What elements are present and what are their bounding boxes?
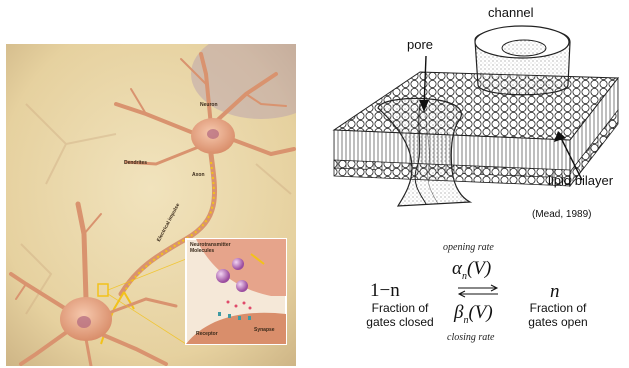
neuron-artwork <box>6 44 296 366</box>
closed-fraction-caption: Fraction of gates closed <box>358 301 442 329</box>
label-receptor: Receptor <box>196 331 218 337</box>
beta-argument: (V) <box>468 302 492 323</box>
left-state-closed: 1−n <box>370 280 400 302</box>
label-dendrites: Dendrites <box>124 160 147 166</box>
closed-caption-line-1: Fraction of <box>358 301 442 315</box>
opening-rate-label: opening rate <box>443 242 494 253</box>
closing-rate-label: closing rate <box>447 332 495 343</box>
label-neurotransmitter: Neurotransmitter Molecules <box>190 242 230 254</box>
channel-artwork <box>320 0 625 230</box>
ion-channel-diagram: channel pore lipid bilayer (Mead, 1989) <box>320 0 625 230</box>
neuron-illustration: Neuron Dendrites Axon Electrical impulse… <box>6 44 296 366</box>
opening-rate-expression: αn(V) <box>452 258 491 282</box>
label-lipid-bilayer: lipid bilayer <box>548 173 613 188</box>
closing-rate-expression: βn(V) <box>454 302 493 326</box>
open-caption-line-1: Fraction of <box>518 301 598 315</box>
label-neuron: Neuron <box>200 102 218 108</box>
membrane-top-surface <box>334 72 618 140</box>
open-fraction-caption: Fraction of gates open <box>518 301 598 329</box>
reversible-arrows <box>456 284 500 298</box>
alpha-symbol: α <box>452 258 462 279</box>
label-synapse: Synapse <box>254 327 275 333</box>
alpha-argument: (V) <box>467 258 491 279</box>
label-pore: pore <box>407 37 433 52</box>
label-channel: channel <box>488 5 534 20</box>
right-state-open: n <box>550 281 560 303</box>
open-caption-line-2: gates open <box>518 315 598 329</box>
closed-caption-line-2: gates closed <box>358 315 442 329</box>
channel-protein <box>475 26 570 95</box>
citation: (Mead, 1989) <box>532 209 591 220</box>
label-axon: Axon <box>192 172 205 178</box>
